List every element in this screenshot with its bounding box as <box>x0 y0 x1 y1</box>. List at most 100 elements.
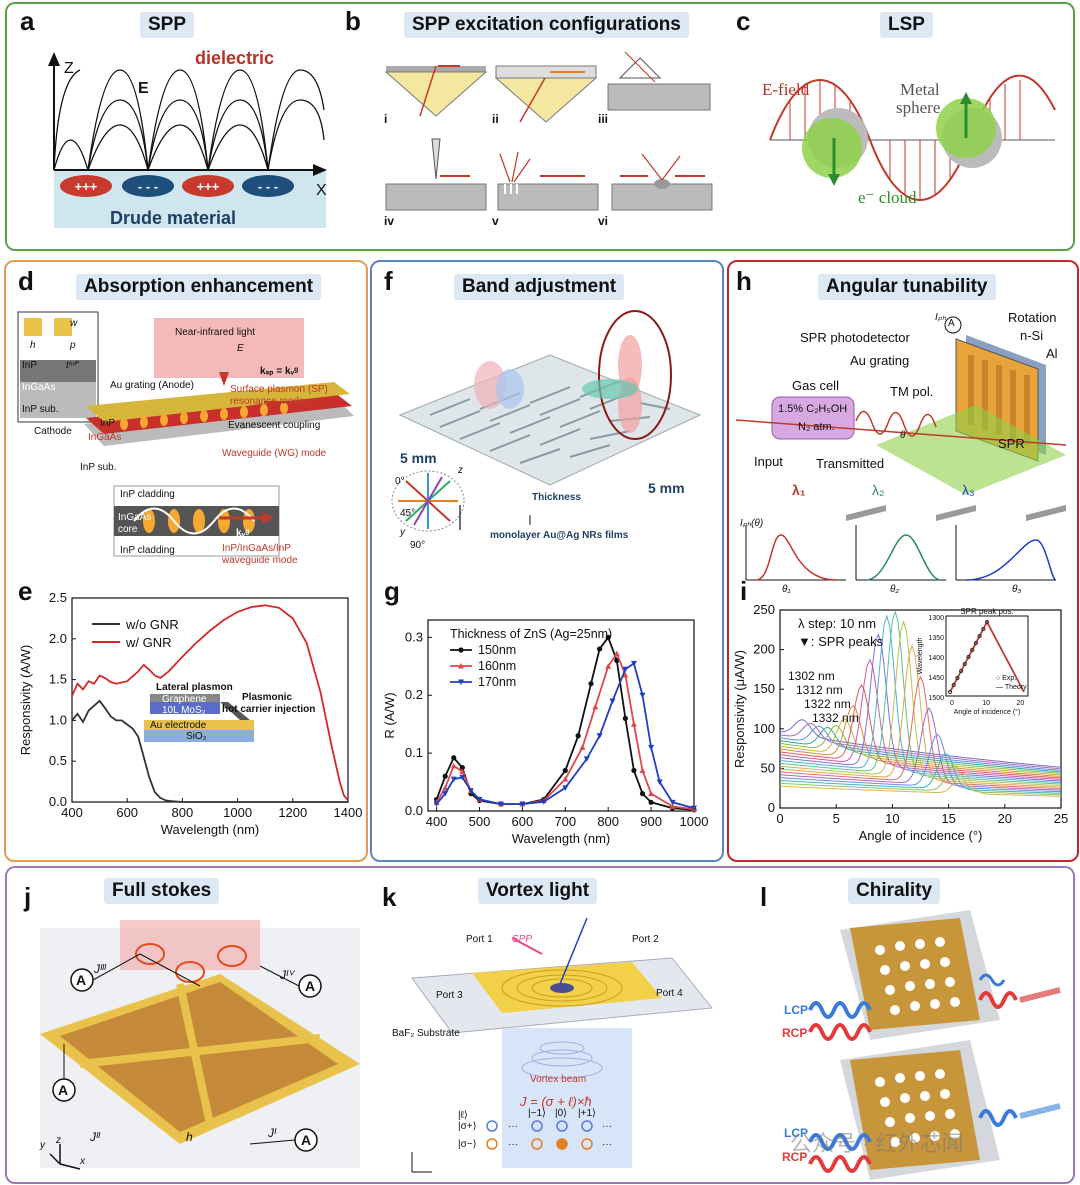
data-point <box>639 692 646 699</box>
inset-exp-point <box>959 668 964 674</box>
panel-title-l: Chirality <box>848 878 941 904</box>
port-2-label: Port 2 <box>632 934 659 945</box>
data-point <box>614 657 620 664</box>
spp-plus-1: +++ <box>75 179 98 194</box>
angular-theta-label: θ <box>900 430 906 441</box>
data-point <box>597 646 603 652</box>
angular-gascell-label: Gas cell <box>792 378 839 393</box>
data-point <box>476 796 483 803</box>
x-tick-label: 20 <box>998 811 1012 826</box>
inset-exp-point <box>984 619 990 625</box>
port-4-label: Port 4 <box>656 988 683 999</box>
lsp-metal-label: Metal <box>900 80 940 99</box>
x-tick-label: 0 <box>776 811 783 826</box>
x-tick-label: 5 <box>833 811 840 826</box>
lsp-diagram <box>769 74 1056 201</box>
data-point <box>459 774 466 781</box>
angular-theta1: θ₁ <box>782 584 791 595</box>
y-axis-label: Responsivity (μA/W) <box>732 650 747 768</box>
y-tick-label: 150 <box>753 681 775 696</box>
inset-legend-exp: ○ Exp. <box>996 675 1016 682</box>
spr-curve-19 <box>779 772 1062 797</box>
inset-exp-point <box>951 682 956 688</box>
y-tick-label: 250 <box>753 602 775 617</box>
spp-config-vi: vi <box>598 214 609 228</box>
data-point <box>575 733 581 739</box>
angular-n2-label: N₂ atm. <box>798 421 835 433</box>
spp-diagram: +++ - - - +++ - - - <box>48 52 327 228</box>
data-point <box>639 791 646 797</box>
gnr-au-label: Au electrode <box>150 720 207 731</box>
absorption-sp-label: Surface plasmon (SP) <box>230 384 328 395</box>
spp-z-label: Z <box>64 60 74 77</box>
data-point <box>691 805 697 812</box>
data-point <box>669 803 676 809</box>
data-point <box>596 733 603 739</box>
frame-top <box>5 2 1075 251</box>
frame-h-i <box>727 260 1079 862</box>
rcp-label-bottom: RCP <box>782 1150 808 1164</box>
inset-y-tick: 1300 <box>928 615 944 622</box>
x-tick-label: 400 <box>61 805 83 820</box>
inset-exp-point <box>966 654 971 660</box>
panel-letter-f: f <box>384 266 393 296</box>
series-line-1 <box>71 604 349 801</box>
data-point <box>631 767 637 774</box>
x-tick-label: 900 <box>640 814 662 829</box>
data-point <box>433 801 440 808</box>
absorption-e-label: E <box>237 343 244 354</box>
data-point <box>630 660 637 667</box>
inset-inpsub-label: InP sub. <box>22 404 59 415</box>
inset-y-label: Wavelength <box>917 638 924 675</box>
x-tick-label: 600 <box>116 805 138 820</box>
data-point <box>579 744 586 750</box>
panel-title-d: Absorption enhancement <box>76 274 322 300</box>
inset-ingaas-label: InGaAs <box>22 382 56 393</box>
panel-letter-g: g <box>384 576 400 606</box>
angular-transmitted-label: Transmitted <box>816 456 885 471</box>
x-tick-label: 700 <box>554 814 576 829</box>
inset-tinp-label: tᴵⁿᴾ <box>66 360 79 371</box>
ket-minus-1: |−1⟩ <box>528 1108 546 1119</box>
lsp-efield-label: E-field <box>762 80 810 99</box>
data-point <box>459 764 465 771</box>
angular-input-label: Input <box>754 454 783 469</box>
y-tick-label: 0.2 <box>405 687 423 702</box>
legend-marker-0 <box>458 647 464 653</box>
gnr-mos2-label: 10L MoS₂ <box>162 705 206 716</box>
wavelength-label-3: 1332 nm <box>812 711 859 725</box>
angular-iph-theta-label: Iₚₕ(θ) <box>740 518 764 529</box>
wg-cladding-top: InP cladding <box>120 489 175 500</box>
absorption-sp-mode-label: resonance mode <box>230 396 305 407</box>
gnr-sio2-label: SiO₂ <box>186 731 207 742</box>
axis-z-label-j: z <box>56 1135 61 1146</box>
spr-curve-11 <box>779 609 1062 785</box>
ammeter-label-4: A <box>301 1132 312 1148</box>
spp-x-label: X <box>316 182 327 199</box>
data-point <box>630 721 637 727</box>
wavelength-label-0: 1302 nm <box>788 669 835 683</box>
panel-title-c: LSP <box>880 12 933 38</box>
x-tick-label: 10 <box>885 811 899 826</box>
watermark: 公众号 · 红外芯闻 <box>790 1131 964 1156</box>
panel-letter-e: e <box>18 576 33 606</box>
chirality-diagram <box>808 910 1061 1180</box>
angular-rotation-label: Rotation <box>1008 310 1057 325</box>
current-j1: Jᴵ <box>268 1126 276 1140</box>
spr-curve-10 <box>779 614 1062 784</box>
ammeter-label-1: A <box>76 972 87 988</box>
data-point <box>639 767 646 773</box>
spp-config-i: i <box>384 112 388 126</box>
angular-grating-label: Au grating <box>850 353 910 368</box>
polar-0-label: 0° <box>395 476 405 487</box>
inset-y-tick: 1400 <box>928 655 944 662</box>
absorption-grating-label: Au grating (Anode) <box>110 380 194 391</box>
current-j4: Jᴵⱽ <box>280 968 294 982</box>
panel-title-a: SPP <box>140 12 195 38</box>
lsp-sphere-label: sphere <box>896 98 941 117</box>
angular-nsi-label: n-Si <box>1020 328 1044 343</box>
panel-letter-c: c <box>736 6 751 36</box>
data-point <box>442 791 449 797</box>
data-point <box>613 650 620 657</box>
spr-curve-7 <box>779 684 1062 779</box>
